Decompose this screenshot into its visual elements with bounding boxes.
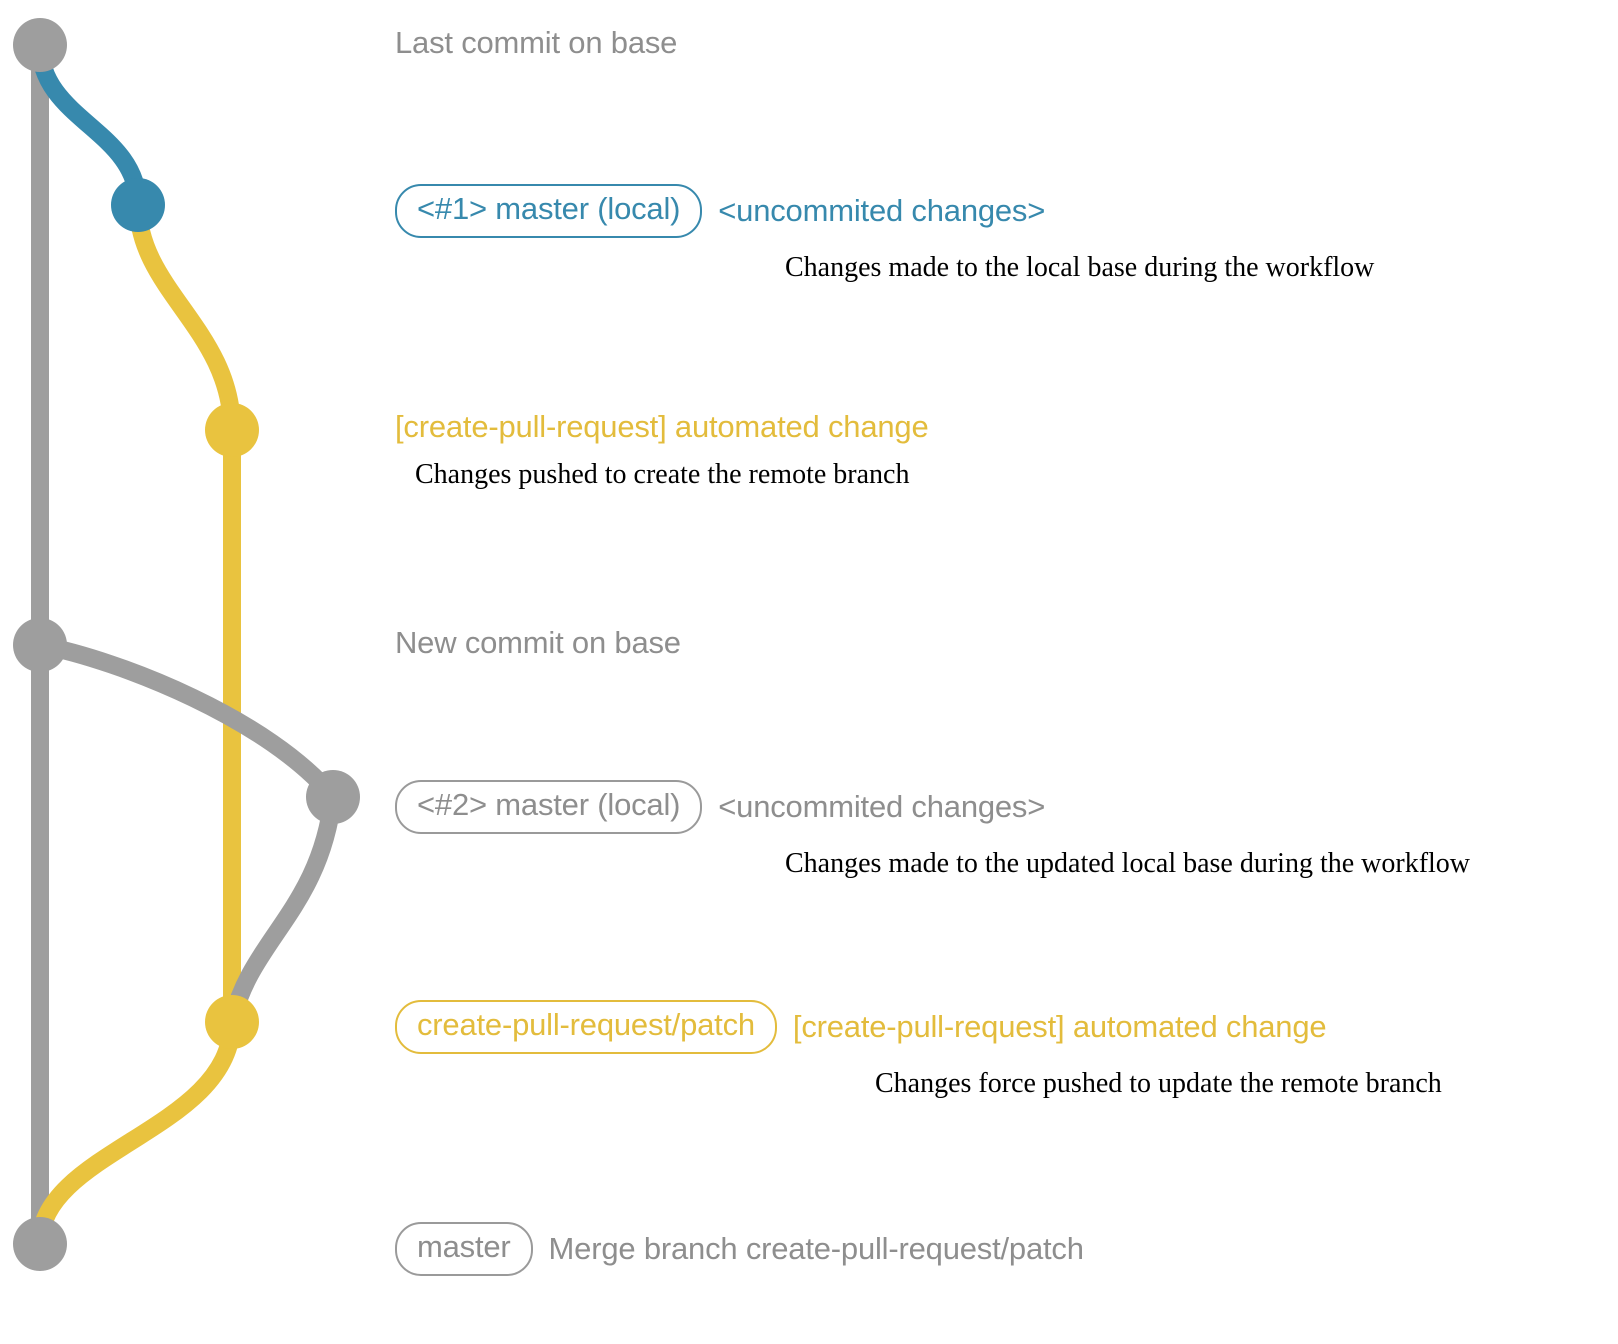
commit-row-automated-change-1: [create-pull-request] automated change C…: [395, 409, 929, 491]
commit-row-new-commit-on-base: New commit on base: [395, 625, 681, 661]
commit-subject: [create-pull-request] automated change: [395, 409, 929, 444]
commit-row-main: create-pull-request/patch [create-pull-r…: [395, 1000, 1327, 1054]
commit-subject: <uncommited changes>: [718, 192, 1046, 228]
commit-node-merge[interactable]: [13, 1217, 67, 1271]
commit-row-main: master Merge branch create-pull-request/…: [395, 1222, 1084, 1276]
commit-node-base-head[interactable]: [13, 18, 67, 72]
commit-node-local-2[interactable]: [306, 770, 360, 824]
commit-row-main: New commit on base: [395, 625, 681, 661]
commit-subject: <uncommited changes>: [718, 788, 1046, 824]
commit-node-base-new[interactable]: [13, 618, 67, 672]
branch-badge-create-pull-request-patch[interactable]: create-pull-request/patch: [395, 1000, 777, 1054]
commit-row-main: [create-pull-request] automated change: [395, 409, 929, 445]
commit-row-main: Last commit on base: [395, 25, 678, 61]
commit-subject: New commit on base: [395, 625, 681, 660]
commit-subject: Last commit on base: [395, 25, 678, 60]
branch-badge-master-local-2[interactable]: <#2> master (local): [395, 780, 703, 834]
commit-node-patch-1[interactable]: [205, 403, 259, 457]
commit-description: Changes made to the local base during th…: [785, 251, 1375, 283]
commit-row-automated-change-2: create-pull-request/patch [create-pull-r…: [395, 1000, 1442, 1100]
commit-description: Changes pushed to create the remote bran…: [415, 458, 910, 490]
commit-row-merge: master Merge branch create-pull-request/…: [395, 1222, 1084, 1276]
commit-row-last-commit-on-base: Last commit on base: [395, 25, 678, 61]
commit-graph-canvas: [13, 18, 360, 1271]
commit-description: Changes force pushed to update the remot…: [875, 1067, 1442, 1099]
branch-badge-master[interactable]: master: [395, 1222, 533, 1276]
commit-subject: Merge branch create-pull-request/patch: [548, 1230, 1084, 1266]
commit-row-main: <#1> master (local) <uncommited changes>: [395, 184, 1045, 238]
commit-row-local-1: <#1> master (local) <uncommited changes>…: [395, 184, 1374, 284]
commit-node-local-1[interactable]: [111, 178, 165, 232]
commit-row-local-2: <#2> master (local) <uncommited changes>…: [395, 780, 1470, 880]
commit-node-patch-2[interactable]: [205, 995, 259, 1049]
branch-badge-master-local-1[interactable]: <#1> master (local): [395, 184, 703, 238]
commit-subject: [create-pull-request] automated change: [792, 1008, 1327, 1044]
local-to-patch-line: [223, 788, 342, 1031]
commit-description: Changes made to the updated local base d…: [785, 847, 1471, 879]
local-branch-line-2: [31, 636, 342, 806]
patch-merge-line: [31, 1013, 241, 1253]
commit-row-main: <#2> master (local) <uncommited changes>: [395, 780, 1045, 834]
